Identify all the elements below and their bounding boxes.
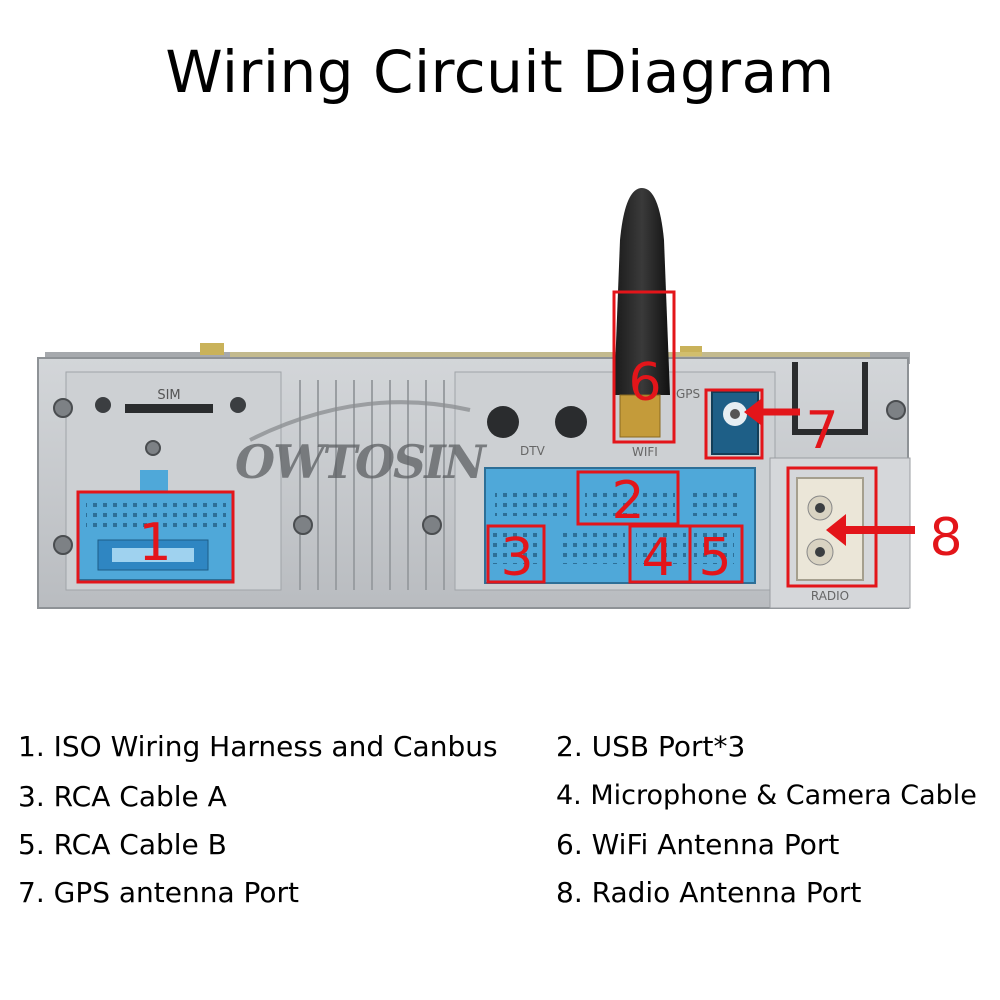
wifi-label: WIFI (632, 445, 658, 459)
callout-6: 6 (628, 353, 661, 413)
sim-label: SIM (157, 388, 180, 403)
legend-item-5: 5. RCA Cable B (18, 828, 227, 861)
radio-label: RADIO (811, 589, 849, 603)
callout-1: 1 (138, 513, 171, 573)
legend-item-7: 7. GPS antenna Port (18, 876, 300, 909)
callout-3: 3 (500, 528, 533, 588)
legend-item-8: 8. Radio Antenna Port (556, 876, 862, 909)
screw (293, 515, 313, 535)
callout-5: 5 (698, 528, 731, 588)
legend-item-6: 6. WiFi Antenna Port (556, 828, 840, 861)
gps-label: GPS (676, 387, 700, 401)
screw (53, 535, 73, 555)
screw (53, 398, 73, 418)
gps-port: GPS (676, 387, 764, 460)
multi-connector-block (484, 467, 756, 584)
legend-item-3: 3. RCA Cable A (18, 780, 227, 813)
callout-7: 7 (805, 401, 838, 461)
arrow-8-head (826, 514, 846, 546)
legend-item-4: 4. Microphone & Camera Cable (556, 780, 977, 811)
dtv-ports: DTV (487, 406, 587, 458)
callout-numbers: 1 2 3 4 5 6 7 8 (138, 353, 962, 588)
dtv-label: DTV (520, 444, 546, 458)
callout-arrows (744, 398, 915, 546)
svg-text:OWTOSIN: OWTOSIN (235, 435, 488, 489)
callout-8: 8 (929, 508, 962, 568)
arrow-7-head (744, 398, 762, 426)
iso-harness-connector (76, 470, 235, 584)
screw (145, 440, 161, 456)
wifi-antenna: WIFI (612, 188, 676, 459)
legend-item-2: 2. USB Port*3 (556, 730, 746, 763)
brand-watermark: OWTOSIN (235, 400, 490, 489)
sim-slot: SIM (95, 388, 246, 413)
screw (422, 515, 442, 535)
callout-2: 2 (611, 471, 644, 531)
callout-4: 4 (641, 528, 674, 588)
screw (886, 400, 906, 420)
legend-item-1: 1. ISO Wiring Harness and Canbus (18, 730, 498, 763)
heatsink-fins (299, 380, 445, 590)
page-title: Wiring Circuit Diagram (165, 38, 835, 106)
